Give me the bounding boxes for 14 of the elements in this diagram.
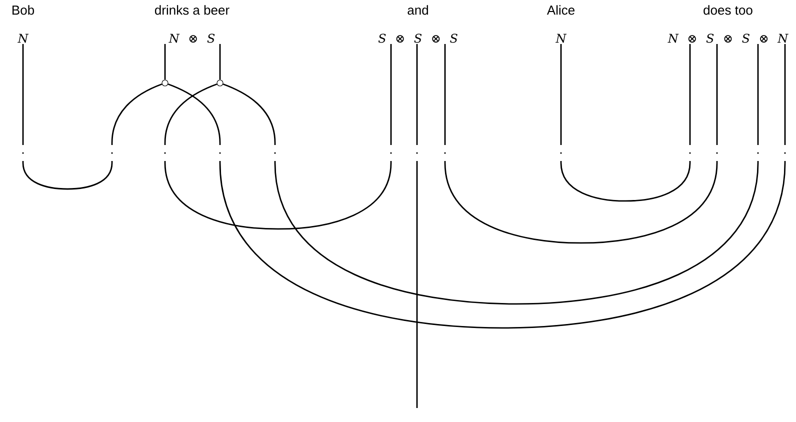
word-label: does too N ⊗ S ⊗ S ⊗ N xyxy=(668,5,788,43)
wire xyxy=(168,44,786,329)
wire xyxy=(22,44,162,190)
wire xyxy=(416,44,418,408)
word-label: and S ⊗ S ⊗ S xyxy=(378,5,458,43)
word-label: Bob N xyxy=(12,5,34,43)
wire xyxy=(219,44,221,80)
wire xyxy=(164,44,166,80)
wire xyxy=(222,44,759,305)
word-label: Alice N xyxy=(546,5,574,43)
wire xyxy=(164,44,392,230)
word-label: drinks a beer N ⊗ S xyxy=(154,5,230,43)
wire xyxy=(560,44,691,202)
wire xyxy=(444,44,718,244)
